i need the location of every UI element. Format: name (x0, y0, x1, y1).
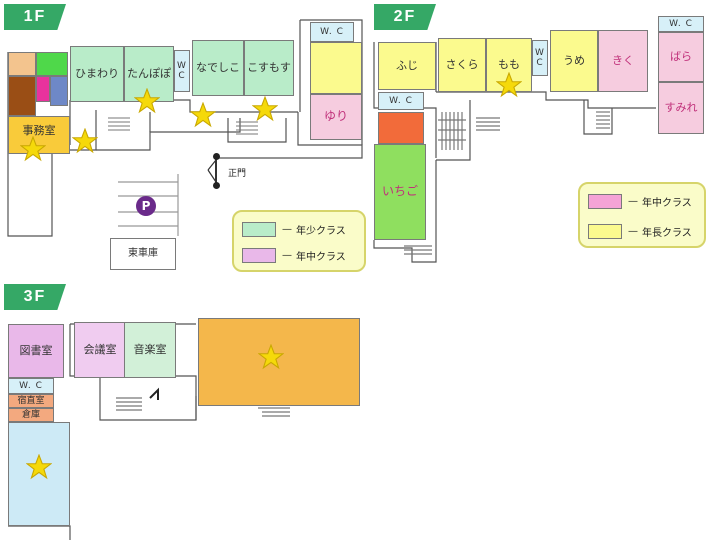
room-1f-misc-a (8, 52, 36, 76)
legend-swatch (588, 224, 622, 239)
room-kosumosu: こすもす (244, 40, 294, 96)
floor-badge-2f: 2F (374, 4, 436, 30)
star-icon (20, 136, 46, 162)
floor-badge-1f: 1F (4, 4, 66, 30)
room-1f-misc-b (36, 52, 68, 76)
room-night-duty: 宿直室 (8, 394, 54, 408)
floor-badge-3f: 3F (4, 284, 66, 310)
star-icon (252, 96, 278, 122)
star-icon (26, 454, 52, 480)
room-sumire: すみれ (658, 82, 704, 134)
room-nadeshiko: なでしこ (192, 40, 244, 96)
room-1f-misc-c (8, 76, 36, 116)
room-meeting: 会議室 (74, 322, 126, 378)
gate-post-top (213, 153, 220, 160)
legend-swatch (242, 248, 276, 263)
room-1f-misc-d (36, 76, 50, 102)
room-fuji: ふじ (378, 42, 436, 90)
star-icon (258, 344, 284, 370)
parking-icon: P (136, 196, 156, 216)
room-ichigo: いちご (374, 144, 426, 240)
legend-2f-item-2: —年長クラス (588, 224, 692, 239)
star-icon (134, 88, 160, 114)
room-wc-2f-b: W. C (658, 16, 704, 32)
room-bara: ばら (658, 32, 704, 82)
gate-post-bottom (213, 182, 220, 189)
room-storage: 倉庫 (8, 408, 54, 422)
room-yuri: ゆり (310, 94, 362, 140)
room-wc-1f-a: W C (174, 50, 190, 92)
legend-1f-item-2: —年中クラス (242, 248, 346, 263)
legend-swatch (588, 194, 622, 209)
room-himawari: ひまわり (70, 46, 124, 102)
room-hall (198, 318, 360, 406)
room-wc-2f-a: W C (532, 40, 548, 76)
star-icon (496, 72, 522, 98)
legend-swatch (242, 222, 276, 237)
star-icon (72, 128, 98, 154)
legend-2f: —年中クラス —年長クラス (578, 182, 706, 248)
main-gate-label: 正門 (228, 169, 247, 179)
room-tanpopo: たんぽぽ (124, 46, 174, 102)
room-library: 図書室 (8, 324, 64, 378)
room-garage: 東車庫 (110, 238, 176, 270)
room-ume: うめ (550, 30, 598, 92)
legend-2f-item-1: —年中クラス (588, 194, 692, 209)
star-icon (190, 102, 216, 128)
room-sakura: さくら (438, 38, 486, 92)
room-2f-orange (378, 112, 424, 144)
legend-1f: —年少クラス —年中クラス (232, 210, 366, 272)
room-3f-blue (8, 422, 70, 526)
room-1f-yellow (310, 42, 362, 94)
room-wc-1f-b: W. C (310, 22, 354, 42)
room-music: 音楽室 (124, 322, 176, 378)
legend-1f-item-1: —年少クラス (242, 222, 346, 237)
room-1f-misc-e (50, 76, 68, 106)
room-kiku: きく (598, 30, 648, 92)
room-wc-3f: W. C (8, 378, 54, 394)
room-wc-2f-c: W. C (378, 92, 424, 110)
